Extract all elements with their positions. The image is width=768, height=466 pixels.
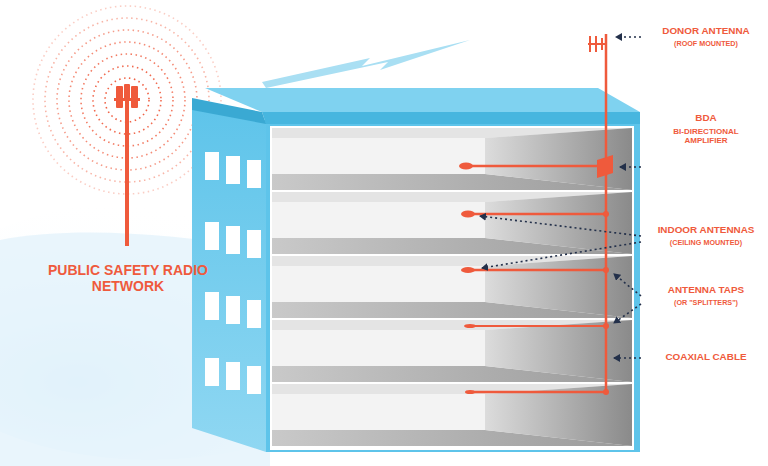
roof [205, 88, 640, 112]
building-front [266, 124, 640, 452]
indoor-antennas [459, 163, 476, 395]
part-label: COAXIAL CABLE [646, 351, 766, 362]
part-label: DONOR ANTENNA [646, 25, 766, 36]
floors [272, 128, 632, 446]
part-note: BI-DIRECTIONAL AMPLIFIER [661, 127, 751, 145]
donor-antenna [588, 36, 606, 52]
part-label: INDOOR ANTENNAS [646, 224, 766, 235]
part-note: (ROOF MOUNTED) [646, 40, 766, 48]
part-label: BDA [646, 112, 766, 123]
windows [205, 152, 261, 394]
roof-edge [262, 112, 640, 124]
roof-edge-side [192, 98, 266, 124]
part-note: (CEILING MOUNTED) [646, 239, 766, 247]
part-label: ANTENNA TAPS [646, 284, 766, 295]
section-frame [270, 126, 634, 450]
leader-lines [480, 37, 641, 358]
bda-box [597, 155, 613, 178]
network-label: PUBLIC SAFETY RADIO NETWORK [48, 262, 208, 294]
antenna-taps [603, 211, 609, 395]
coaxial-cable [466, 34, 606, 392]
signal-bolt [262, 40, 470, 88]
radio-tower [114, 84, 140, 246]
part-note: (OR "SPLITTERS") [646, 299, 766, 307]
